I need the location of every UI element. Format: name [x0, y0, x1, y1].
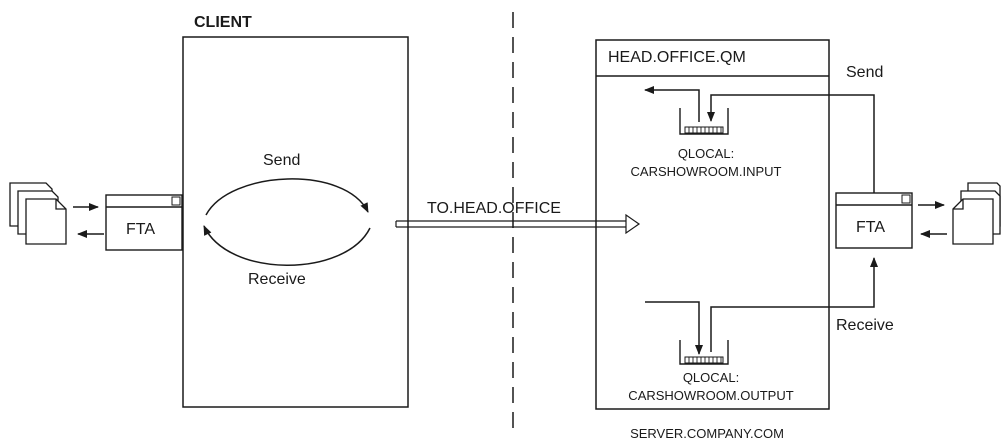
channel-arrow — [395, 213, 641, 235]
output-queue-type: QLOCAL: — [682, 370, 740, 385]
input-put-arrow — [707, 94, 875, 193]
server-document-stack-icon — [952, 182, 1001, 245]
server-host-name: SERVER.COMPANY.COM — [630, 426, 784, 441]
client-send-receive-loop — [203, 178, 371, 266]
client-fta-label: FTA — [126, 221, 156, 238]
client-send-label: Send — [263, 152, 301, 169]
output-queue-name: CARSHOWROOM.OUTPUT — [628, 388, 794, 403]
input-queue-name: CARSHOWROOM.INPUT — [630, 164, 782, 179]
client-fta-window-icon — [105, 194, 183, 251]
client-document-stack-icon — [9, 182, 67, 245]
client-title: CLIENT — [194, 14, 252, 31]
channel-name: TO.HEAD.OFFICE — [427, 200, 561, 217]
input-get-arrow — [644, 86, 700, 122]
server-fta-label: FTA — [856, 219, 886, 236]
server-send-label: Send — [846, 64, 884, 81]
server-fta-window-icon — [835, 192, 913, 249]
queue-manager-name: HEAD.OFFICE.QM — [608, 49, 746, 66]
client-receive-label: Receive — [248, 271, 306, 288]
output-queue-icon — [679, 340, 729, 365]
output-put-arrow — [645, 301, 703, 355]
input-queue-icon — [679, 108, 729, 135]
client-receive-arc — [203, 225, 371, 266]
output-get-arrow — [710, 257, 878, 352]
client-box — [182, 36, 409, 408]
input-queue-type: QLOCAL: — [677, 146, 735, 161]
server-receive-label: Receive — [836, 317, 894, 334]
client-send-arc — [205, 178, 369, 216]
